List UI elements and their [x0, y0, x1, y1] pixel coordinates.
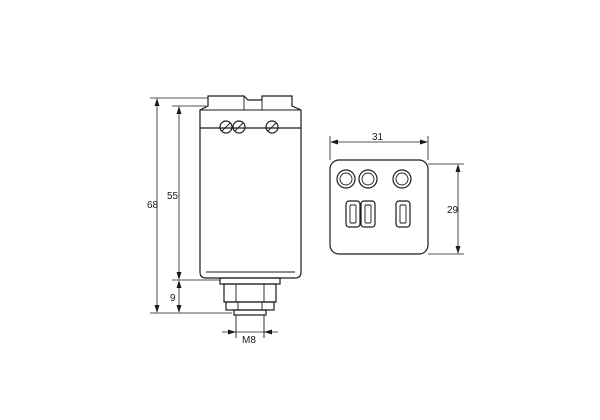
terminal-screw-icon: [232, 120, 246, 134]
dim-label-m8: M8: [242, 335, 256, 346]
round-terminal-icon: [358, 169, 378, 189]
face-plate: [329, 159, 429, 255]
rect-slot-icon: [345, 200, 361, 228]
dim-label-31: 31: [372, 132, 384, 143]
dim-label-29: 29: [447, 205, 459, 216]
dim-overall-height: [150, 97, 232, 314]
round-terminal-icon: [336, 169, 356, 189]
face-view: [329, 159, 429, 255]
dim-label-55: 55: [167, 191, 179, 202]
terminal-screw-icon: [265, 120, 279, 134]
dim-body-height: [172, 105, 220, 281]
dim-fitting-height: [176, 280, 182, 313]
rect-slot-icon: [395, 200, 411, 228]
pressure-fitting: [219, 277, 281, 316]
dim-thread: [222, 329, 278, 335]
terminal-cap: [199, 95, 302, 129]
round-terminal-icon: [392, 169, 412, 189]
dim-label-9: 9: [170, 293, 176, 304]
dim-face-width: [329, 136, 429, 160]
dim-label-68: 68: [147, 200, 159, 211]
housing-body: [199, 128, 302, 279]
rect-slot-icon: [360, 200, 376, 228]
side-view: [199, 95, 302, 338]
terminal-screw-icon: [219, 120, 233, 134]
dim-face-height: [428, 163, 464, 255]
